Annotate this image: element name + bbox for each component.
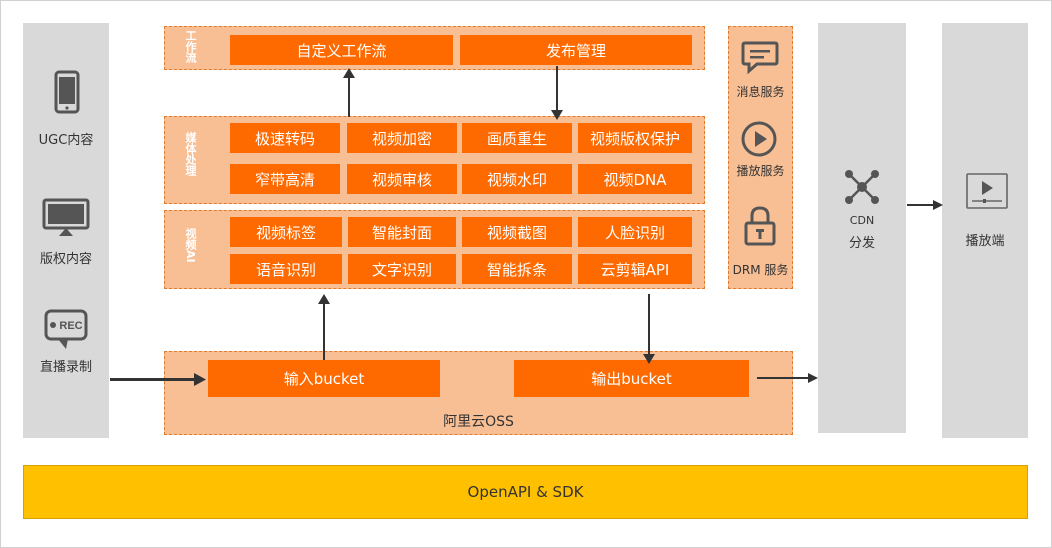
video-player-icon bbox=[966, 173, 1008, 209]
cdn-panel bbox=[818, 23, 906, 433]
message-icon bbox=[741, 41, 779, 74]
player-panel bbox=[942, 23, 1028, 438]
media-item[interactable]: 视频审核 bbox=[347, 164, 457, 194]
cdn-label-line2: 分发 bbox=[848, 236, 875, 251]
source-label-live: 直播录制 bbox=[39, 360, 92, 375]
lock-icon bbox=[744, 206, 776, 246]
ai-item[interactable]: 文字识别 bbox=[348, 254, 456, 284]
arrow-workflow-to-media bbox=[556, 66, 558, 111]
arrowhead-right bbox=[194, 373, 206, 386]
workflow-item[interactable]: 自定义工作流 bbox=[230, 35, 453, 65]
arrowhead-right bbox=[933, 200, 943, 210]
output-bucket[interactable]: 输出bucket bbox=[514, 360, 749, 397]
arrow-output-to-cdn bbox=[757, 377, 809, 379]
source-label-copyright: 版权内容 bbox=[39, 252, 92, 267]
cdn-label-line1: CDN bbox=[849, 214, 875, 227]
source-label-ugc: UGC内容 bbox=[38, 133, 94, 148]
media-item[interactable]: 视频版权保护 bbox=[578, 123, 692, 153]
media-processing-section-label: 媒体处理 bbox=[184, 132, 197, 176]
ai-item[interactable]: 语音识别 bbox=[230, 254, 342, 284]
ai-item[interactable]: 智能封面 bbox=[348, 217, 456, 247]
rec-icon-text: REC bbox=[59, 320, 82, 332]
service-label-play: 播放服务 bbox=[736, 164, 785, 178]
media-item[interactable]: 画质重生 bbox=[462, 123, 572, 153]
media-item[interactable]: 视频DNA bbox=[578, 164, 692, 194]
arrowhead-down bbox=[551, 110, 563, 120]
rec-icon: REC bbox=[44, 309, 88, 349]
arrow-ai-to-output bbox=[648, 294, 650, 355]
service-label-message: 消息服务 bbox=[736, 85, 785, 99]
ai-item[interactable]: 云剪辑API bbox=[578, 254, 692, 284]
monitor-icon bbox=[42, 198, 90, 236]
ai-item[interactable]: 视频截图 bbox=[462, 217, 572, 247]
workflow-section-label: 工作流 bbox=[184, 30, 197, 63]
arrowhead-up bbox=[318, 294, 330, 304]
ai-item[interactable]: 人脸识别 bbox=[578, 217, 692, 247]
media-item[interactable]: 窄带高清 bbox=[230, 164, 340, 194]
media-item[interactable]: 极速转码 bbox=[230, 123, 340, 153]
arrow-cdn-to-player bbox=[907, 204, 934, 206]
network-icon bbox=[845, 170, 879, 204]
arrowhead-down bbox=[643, 354, 655, 364]
ai-item[interactable]: 智能拆条 bbox=[462, 254, 572, 284]
player-label: 播放端 bbox=[965, 234, 1005, 249]
arrowhead-up bbox=[343, 68, 355, 78]
ai-item[interactable]: 视频标签 bbox=[230, 217, 342, 247]
workflow-item[interactable]: 发布管理 bbox=[460, 35, 692, 65]
oss-label: 阿里云OSS bbox=[443, 414, 514, 430]
arrow-input-to-ai bbox=[323, 300, 325, 360]
video-ai-section-label: 视频AI bbox=[184, 228, 197, 263]
arrow-source-to-input bbox=[110, 378, 196, 381]
input-bucket[interactable]: 输入bucket bbox=[208, 360, 440, 397]
arrowhead-right bbox=[808, 373, 818, 383]
arrow-media-to-workflow bbox=[348, 74, 350, 117]
media-item[interactable]: 视频加密 bbox=[347, 123, 457, 153]
service-label-drm: DRM 服务 bbox=[732, 263, 789, 277]
media-item[interactable]: 视频水印 bbox=[462, 164, 572, 194]
openapi-sdk-bar: OpenAPI & SDK bbox=[23, 465, 1028, 519]
phone-icon bbox=[54, 70, 80, 114]
play-circle-icon bbox=[741, 121, 777, 157]
